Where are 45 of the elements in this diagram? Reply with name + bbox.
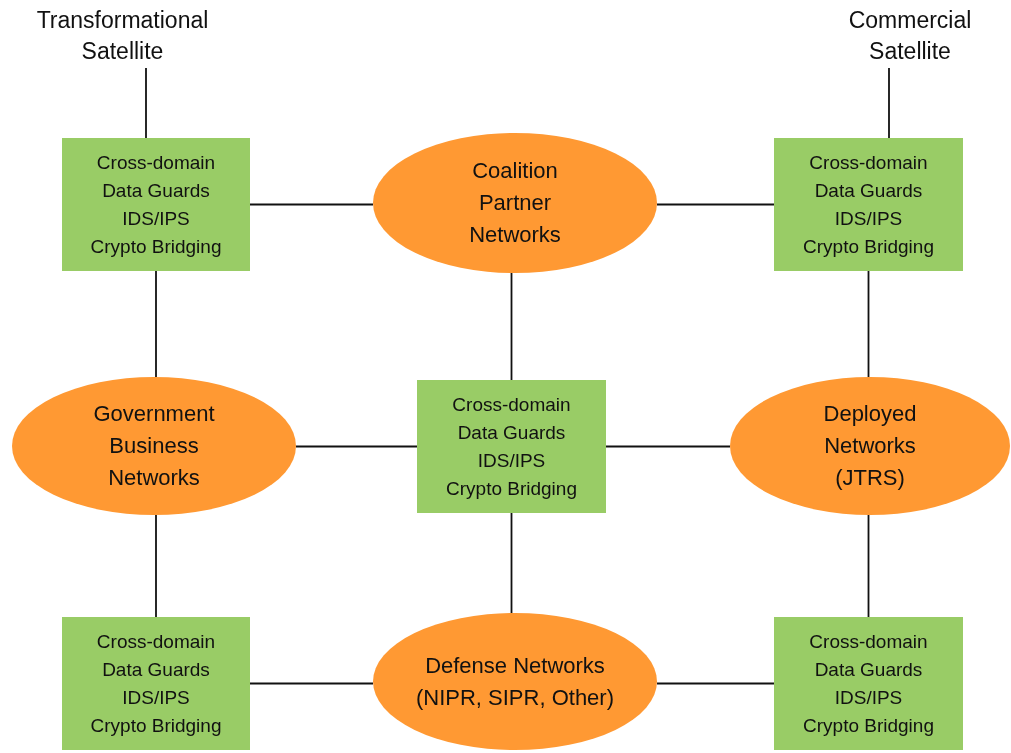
security-function-label: Cross-domain <box>96 151 216 175</box>
security-function-label: Cross-domain <box>809 630 928 654</box>
security-function-label: Data Guards <box>814 658 923 682</box>
security-box <box>62 617 250 750</box>
security-box <box>62 138 250 271</box>
security-function-label: Crypto Bridging <box>803 235 934 259</box>
security-function-label: Data Guards <box>814 179 923 203</box>
network-label: Deployed Networks (JTRS) <box>822 400 918 492</box>
satellite-label: Transformational Satellite <box>35 6 210 66</box>
security-function-label: Data Guards <box>102 658 210 682</box>
leader-line <box>145 67 147 139</box>
security-function-label: Cross-domain <box>96 630 216 654</box>
security-function-label: Data Guards <box>102 179 210 203</box>
security-function-label: IDS/IPS <box>834 207 903 231</box>
network-label: Government Business Networks <box>92 400 216 492</box>
satellite-label: Commercial Satellite <box>847 6 973 66</box>
connector-line <box>656 203 775 206</box>
connector-line <box>155 514 157 618</box>
connector-line <box>295 445 418 448</box>
security-box <box>774 138 963 271</box>
security-function-label: Crypto Bridging <box>446 477 577 501</box>
connector-line <box>867 514 870 618</box>
security-box <box>774 617 963 750</box>
security-function-label: Cross-domain <box>452 393 571 417</box>
security-function-label: Crypto Bridging <box>90 714 222 738</box>
leader-line <box>888 67 890 139</box>
security-function-label: Cross-domain <box>809 151 928 175</box>
security-function-label: Data Guards <box>457 421 566 445</box>
security-function-label: Crypto Bridging <box>803 714 934 738</box>
security-function-label: Crypto Bridging <box>90 235 222 259</box>
security-function-label: IDS/IPS <box>122 207 190 231</box>
connector-line <box>249 203 374 206</box>
security-function-label: IDS/IPS <box>834 686 903 710</box>
security-function-label: IDS/IPS <box>477 449 546 473</box>
security-function-label: IDS/IPS <box>122 686 190 710</box>
connector-line <box>867 270 870 378</box>
connector-line <box>510 272 513 381</box>
network-label: Defense Networks (NIPR, SIPR, Other) <box>414 651 615 712</box>
connector-line <box>510 512 513 614</box>
connector-line <box>605 445 731 448</box>
connector-line <box>155 270 157 378</box>
network-label: Coalition Partner Networks <box>468 157 562 249</box>
security-box <box>417 380 606 513</box>
connector-line <box>656 682 775 685</box>
connector-line <box>249 682 374 685</box>
